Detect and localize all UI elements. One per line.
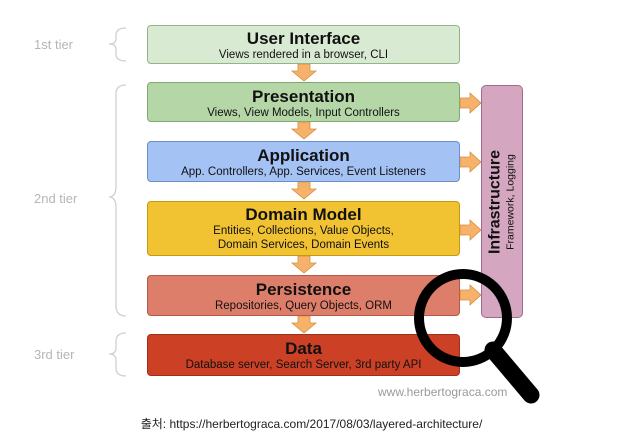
layer-subtitle: Views, View Models, Input Controllers <box>207 107 400 119</box>
tier-label-2: 2nd tier <box>34 191 78 206</box>
layer-subtitle: Views rendered in a browser, CLI <box>218 49 389 61</box>
arrow-down-5 <box>290 315 318 334</box>
arrow-right-presentation <box>459 92 482 114</box>
tier-braces <box>108 27 127 377</box>
brace-2nd-tier <box>108 84 127 317</box>
side-arrows <box>459 92 482 306</box>
layer-presentation: Presentation Views, View Models, Input C… <box>147 82 460 122</box>
brace-1st-tier <box>108 27 127 62</box>
layer-domain-model: Domain Model Entities, Collections, Valu… <box>147 201 460 256</box>
magnifier-handle <box>484 341 540 404</box>
arrow-down-1 <box>290 63 318 82</box>
layer-application: Application App. Controllers, App. Servi… <box>147 141 460 182</box>
layer-subtitle: Database server, Search Server, 3rd part… <box>185 359 422 371</box>
layer-title: Persistence <box>255 280 352 299</box>
arrow-right-application <box>459 151 482 173</box>
layer-subtitle-line-2: Domain Services, Domain Events <box>217 239 390 251</box>
layer-title: Presentation <box>252 87 355 106</box>
layer-subtitle: Repositories, Query Objects, ORM <box>214 300 393 312</box>
layer-title: Data <box>285 339 322 358</box>
magnifier-lens <box>414 269 512 367</box>
arrow-down-4 <box>290 255 318 274</box>
brace-3rd-tier <box>108 332 127 377</box>
layer-subtitle: App. Controllers, App. Services, Event L… <box>181 166 426 178</box>
tier-label-1: 1st tier <box>34 37 74 52</box>
source-caption: 출처: https://herbertograca.com/2017/08/03… <box>140 417 483 431</box>
layer-title: Domain Model <box>245 205 362 224</box>
tier-label-3: 3rd tier <box>34 347 75 362</box>
watermark: www.herbertograca.com <box>378 385 508 399</box>
layer-title: Application <box>257 146 350 165</box>
arrow-down-3 <box>290 181 318 200</box>
layer-persistence: Persistence Repositories, Query Objects,… <box>147 275 460 316</box>
layer-user-interface: User Interface Views rendered in a brows… <box>147 25 460 64</box>
arrow-right-persistence <box>459 284 482 306</box>
layer-data: Data Database server, Search Server, 3rd… <box>147 334 460 376</box>
arrow-down-2 <box>290 121 318 140</box>
layer-title: User Interface <box>246 29 361 48</box>
arrow-right-domain <box>459 219 482 241</box>
layer-subtitle-line-1: Entities, Collections, Value Objects, <box>213 225 394 237</box>
down-arrows <box>290 63 318 334</box>
